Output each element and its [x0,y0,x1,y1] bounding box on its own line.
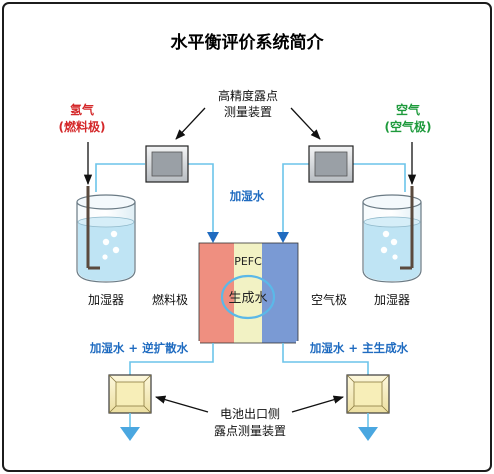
flow-arrow-into-air-side [277,232,289,243]
humidifier-left-label: 加湿器 [88,292,124,307]
dew-point-sensor-bottom-left [108,374,152,414]
exit-arrow-left [120,427,140,441]
top-pipes [95,163,406,234]
dew-point-sensor-bottom-right [346,374,390,414]
outlet-left-label: 加湿水 + 逆扩散水 [89,341,189,355]
outlet-pipes [129,343,369,375]
air-electrode-label: 空气极 [311,292,347,307]
fuel-cell [198,242,299,344]
humidifier-right [362,186,422,283]
dew-point-label-top-line2: 测量装置 [224,105,272,119]
fuel-electrode-label: 燃料极 [152,292,188,307]
generated-water-ring [220,274,276,320]
outlet-right-label-bg [296,341,422,355]
generated-water-label: 生成水 [228,291,267,306]
dew-point-label-top-line1: 高精度露点 [218,88,278,103]
air-electrode-subtitle: (空气极) [385,119,432,134]
outlet-right-label: 加湿水 + 主生成水 [309,341,409,355]
dew-point-label-bottom-line1: 电池出口侧 [220,407,280,421]
hydrogen-label: 氢气 [70,102,94,117]
dew-point-sensor-top-left [145,145,189,183]
humidifier-right-label: 加湿器 [374,292,410,307]
fuel-electrode-subtitle: (燃料极) [59,119,106,134]
dew-point-sensor-top-right [308,145,354,183]
exit-arrow-right [358,427,378,441]
pointer-arrow-left-sensor [175,107,206,140]
dew-point-label-bottom-line2: 露点测量装置 [214,424,286,438]
humidifier-left [76,186,136,283]
pointer-arrow-bottom-left [155,395,209,413]
pointer-arrow-bottom-right [291,395,344,413]
pefc-label: PEFC [234,255,262,268]
flow-arrow-into-fuel-side [207,232,219,243]
pointer-arrow-right-sensor [290,107,321,140]
outlet-left-label-bg [78,341,200,355]
air-label: 空气 [396,102,420,117]
humidify-water-label: 加湿水 [229,189,265,203]
diagram-title: 水平衡评价系统简介 [171,32,325,53]
